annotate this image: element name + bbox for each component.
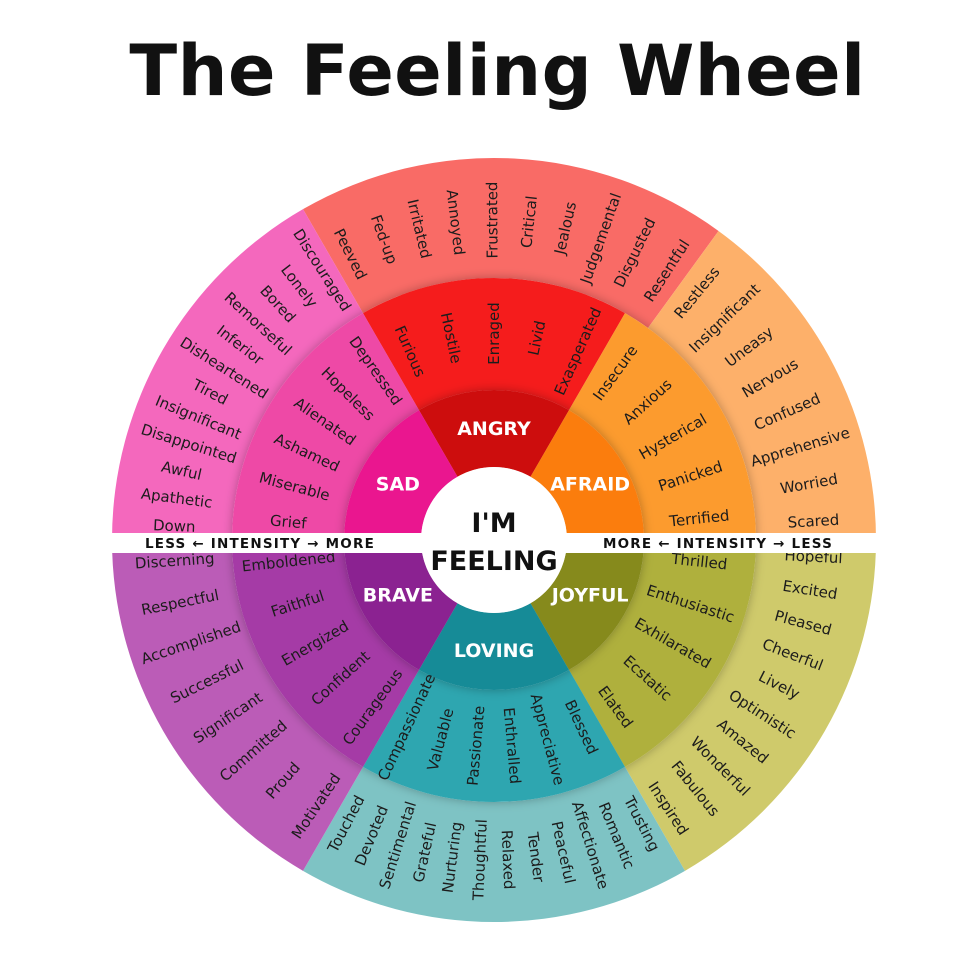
core-label-afraid: AFRAID [550, 474, 630, 496]
center-hub: I'M FEELING [421, 467, 567, 613]
intensity-label-left: LESS ← INTENSITY → MORE [145, 536, 375, 552]
outer-sector-joyful [625, 540, 876, 871]
outer-word-afraid: Scared [787, 511, 840, 532]
page-title: The Feeling Wheel [129, 30, 866, 112]
middle-sector-sad [232, 313, 419, 540]
middle-word-joyful: Thrilled [670, 550, 729, 574]
middle-sector-afraid [569, 313, 756, 540]
core-label-loving: LOVING [454, 640, 534, 662]
middle-sector-loving [363, 669, 625, 803]
outer-word-angry: Critical [517, 195, 541, 249]
outer-sector-afraid [647, 230, 876, 540]
middle-word-sad: Grief [269, 511, 308, 532]
outer-word-sad: Down [153, 516, 196, 536]
middle-sector-brave [231, 540, 419, 767]
outer-sector-angry [303, 157, 719, 329]
outer-word-brave: Discerning [134, 549, 215, 572]
middle-word-angry: Enraged [485, 302, 503, 365]
center-label-line2: FEELING [430, 546, 557, 577]
core-sector-brave [344, 540, 458, 670]
core-label-angry: ANGRY [457, 418, 531, 440]
center-circle [421, 467, 567, 613]
outer-word-angry: Frustrated [483, 182, 501, 259]
core-sector-joyful [530, 540, 644, 670]
outer-sector-sad [112, 209, 363, 541]
core-sector-loving [419, 603, 569, 690]
outer-word-loving: Relaxed [498, 830, 519, 890]
center-label-line1: I'M [471, 508, 516, 539]
core-sector-sad [344, 410, 458, 540]
core-sector-angry [419, 389, 569, 477]
outer-word-loving: Thoughtful [469, 819, 491, 902]
outer-ring [112, 157, 876, 922]
outer-sector-loving [303, 766, 685, 922]
intensity-label-right: MORE ← INTENSITY → LESS [603, 536, 833, 552]
core-ring [344, 389, 644, 690]
core-label-sad: SAD [376, 474, 420, 496]
core-label-brave: BRAVE [363, 585, 433, 607]
core-label-joyful: JOYFUL [550, 585, 629, 607]
middle-sector-angry [363, 278, 625, 411]
core-sector-afraid [530, 410, 644, 540]
middle-ring [231, 278, 756, 803]
outer-sector-brave [112, 540, 363, 871]
middle-sector-joyful [569, 540, 756, 767]
